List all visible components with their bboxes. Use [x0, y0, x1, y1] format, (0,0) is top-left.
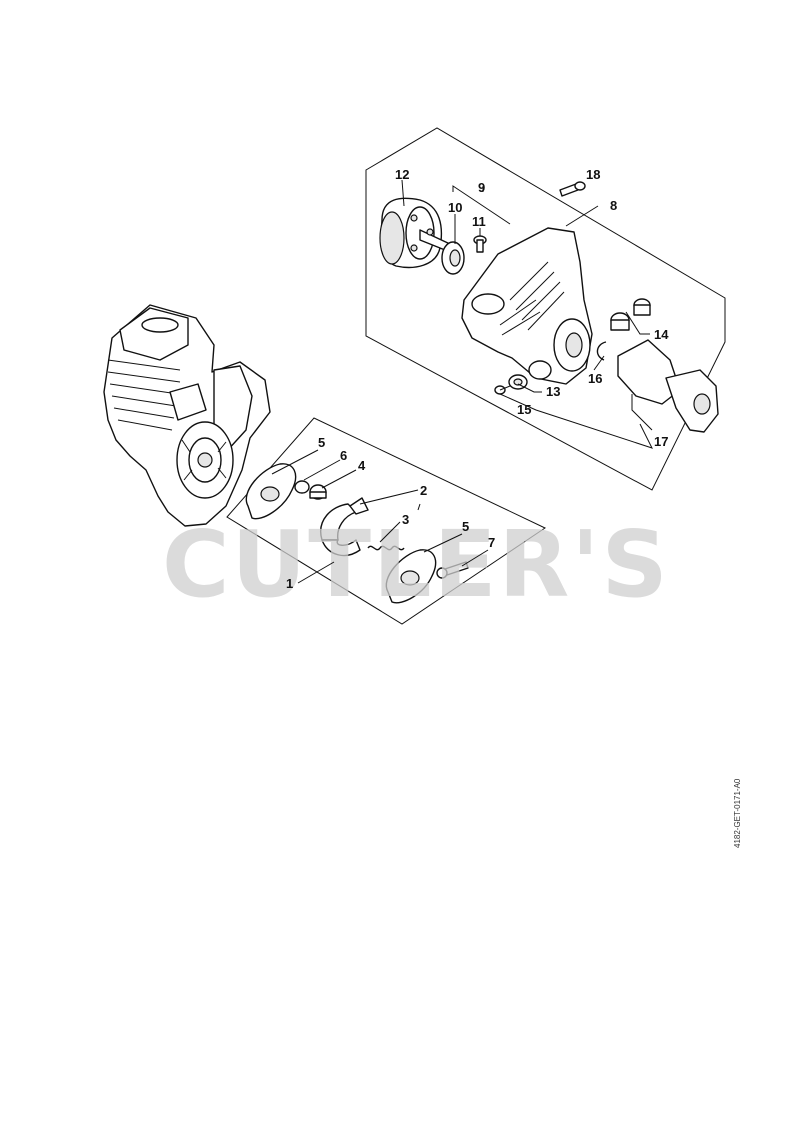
- screw-housing: [494, 385, 511, 395]
- bushings: [508, 360, 552, 390]
- callout-13: 13: [546, 384, 560, 399]
- callouts: 12 9 18 8 10 11 14 16 13 15 17 5 6 4 2 3…: [286, 167, 669, 591]
- callout-5-lower: 5: [462, 519, 469, 534]
- sleeves-pair: [610, 298, 651, 331]
- clutch-bolt: [436, 561, 469, 579]
- callout-16: 16: [588, 371, 602, 386]
- gear-sleeve: [617, 339, 719, 433]
- engine-block: [103, 304, 271, 527]
- watermark: CUTLER'S: [162, 511, 670, 618]
- clutch-shoes: [320, 497, 369, 557]
- bearing: [441, 241, 465, 275]
- callout-11: 11: [472, 214, 486, 229]
- callout-3: 3: [402, 512, 409, 527]
- clutch-spring: [367, 545, 405, 551]
- callout-1: 1: [286, 576, 293, 591]
- callout-2: 2: [420, 483, 427, 498]
- screw-long: [559, 181, 586, 197]
- callout-7: 7: [488, 535, 495, 550]
- callout-12: 12: [395, 167, 409, 182]
- callout-6: 6: [340, 448, 347, 463]
- clutch-drum: [379, 197, 451, 269]
- callout-15: 15: [517, 402, 531, 417]
- circlip: [596, 341, 607, 361]
- callout-8: 8: [610, 198, 617, 213]
- ring-washer: [294, 480, 310, 494]
- screw-small: [473, 235, 487, 253]
- drawing-code: 4182-GET-0171-A0: [733, 778, 742, 848]
- clutch-washer-upper: [245, 463, 297, 520]
- clutch-washer-lower: [385, 549, 437, 604]
- leader-lines: [271, 179, 653, 584]
- clutch-housing-group-frame: [365, 127, 726, 491]
- callout-14: 14: [654, 327, 669, 342]
- callout-9: 9: [478, 180, 485, 195]
- callout-4: 4: [358, 458, 366, 473]
- callout-17: 17: [654, 434, 668, 449]
- clutch-housing: [461, 227, 593, 385]
- callout-10: 10: [448, 200, 462, 215]
- callout-5-upper: 5: [318, 435, 325, 450]
- collar-bushing: [309, 484, 327, 500]
- callout-18: 18: [586, 167, 600, 182]
- clutch-group-frame: [226, 417, 547, 625]
